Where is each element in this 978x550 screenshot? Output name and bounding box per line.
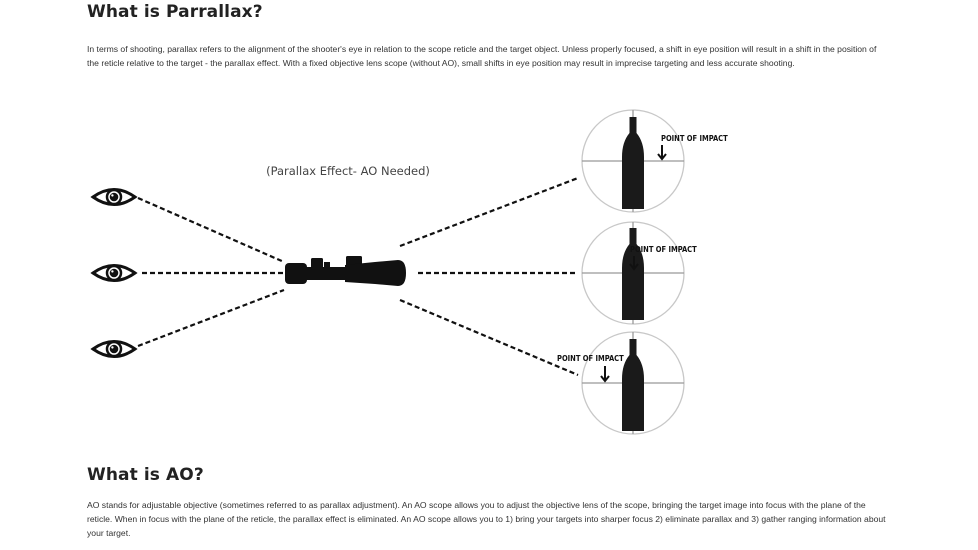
heading-what-is-parallax: What is Parrallax? xyxy=(87,2,263,22)
scope-view-top: POINT OF IMPACT xyxy=(581,109,728,213)
scope-view-bottom: POINT OF IMPACT xyxy=(557,331,685,435)
diagram-caption: (Parallax Effect- AO Needed) xyxy=(266,164,430,178)
sight-lines xyxy=(137,176,579,377)
scope-view-middle: POINT OF IMPACT xyxy=(581,221,697,325)
parallax-diagram: (Parallax Effect- AO Needed) xyxy=(90,109,728,435)
eye-icon xyxy=(90,188,138,206)
rifle-scope-icon xyxy=(285,256,406,286)
impact-label-top: POINT OF IMPACT xyxy=(661,134,728,143)
impact-label-middle: POINT OF IMPACT xyxy=(630,245,697,254)
arrow-down-icon xyxy=(600,366,610,383)
bottle-icon xyxy=(622,228,644,320)
paragraph-ao: AO stands for adjustable objective (some… xyxy=(87,500,886,538)
impact-label-bottom: POINT OF IMPACT xyxy=(557,354,624,363)
eye-icon xyxy=(90,264,138,282)
heading-what-is-ao: What is AO? xyxy=(87,465,204,485)
bottle-icon xyxy=(622,339,644,431)
arrow-down-icon xyxy=(657,145,667,161)
bottle-icon xyxy=(622,117,644,209)
paragraph-parallax: In terms of shooting, parallax refers to… xyxy=(87,44,877,68)
eye-icon xyxy=(90,340,138,358)
arrow-down-icon xyxy=(629,256,639,271)
